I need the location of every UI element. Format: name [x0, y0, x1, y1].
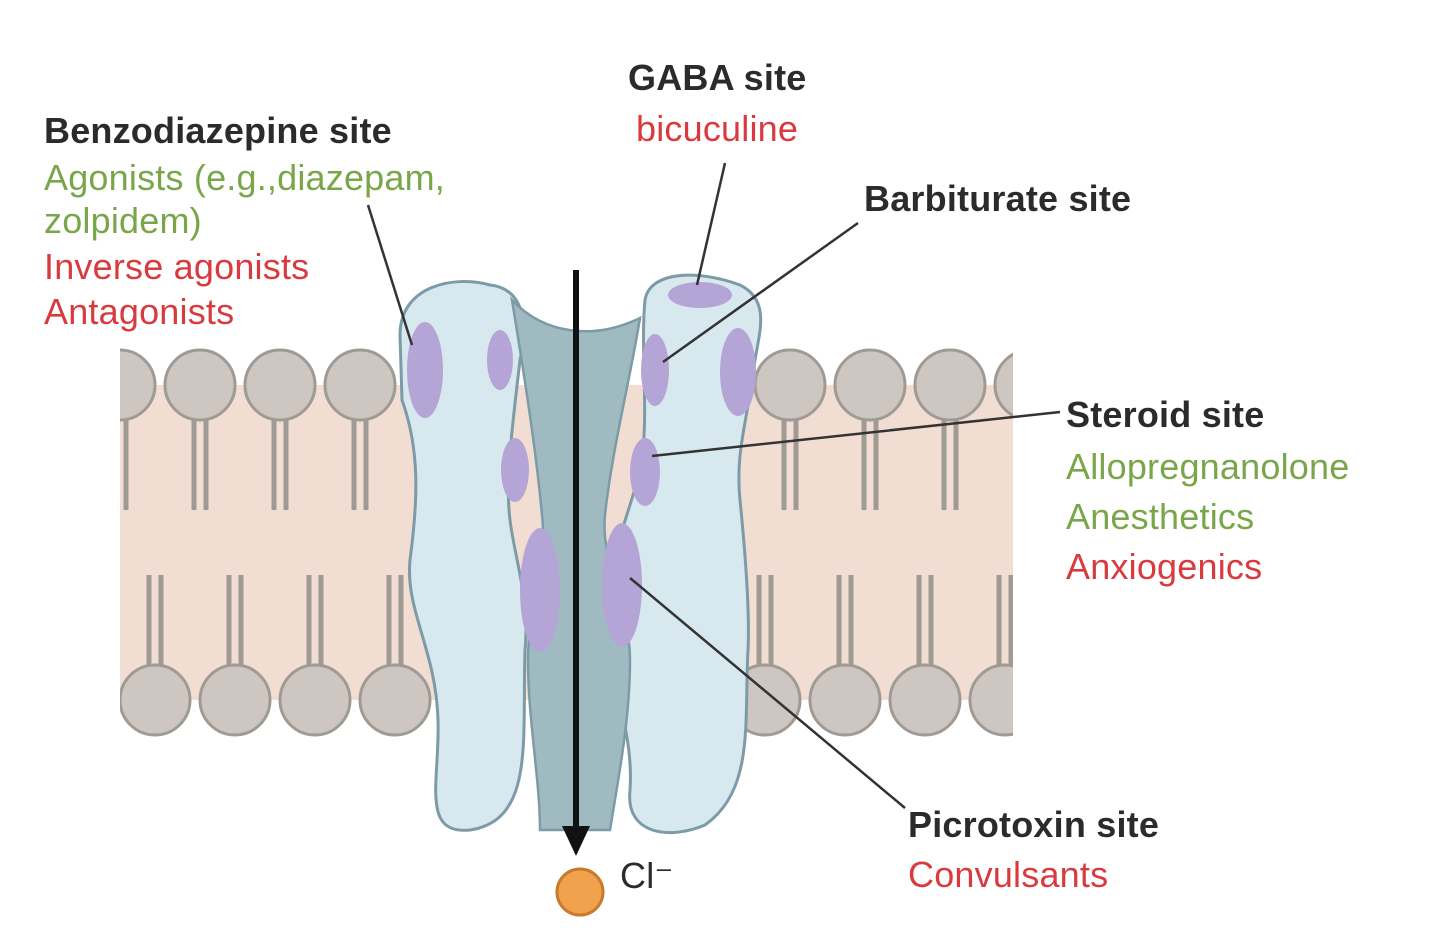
site-patch: [720, 328, 756, 416]
site-patch: [501, 438, 529, 502]
phospholipid: [993, 352, 1013, 418]
benzodiazepine-binding-site: [407, 322, 443, 418]
steroid-site-item: Allopregnanolone: [1066, 446, 1350, 487]
gaba-site-item: bicuculine: [636, 108, 799, 149]
phospholipid: [358, 575, 432, 737]
phospholipid: [243, 348, 317, 510]
phospholipid: [913, 348, 987, 510]
benzodiazepine-site-item: Antagonists: [44, 291, 235, 332]
phospholipid: [753, 348, 827, 510]
barbiturate-site-title: Barbiturate site: [864, 178, 1132, 219]
gaba-binding-site: [668, 282, 732, 308]
picrotoxin-binding-site: [602, 523, 642, 647]
chloride-flow-arrow: [562, 270, 590, 856]
steroid-leader: [651, 410, 1061, 458]
steroid-site-item: Anxiogenics: [1066, 546, 1263, 587]
phospholipid: [278, 575, 352, 737]
phospholipid: [120, 348, 157, 510]
picrotoxin-leader: [629, 577, 906, 809]
phospholipid: [198, 575, 272, 737]
picrotoxin-site-item: Convulsants: [908, 854, 1109, 895]
site-patch: [520, 528, 560, 652]
gaba-site-title: GABA site: [628, 57, 807, 98]
benzodiazepine-site-item: zolpidem): [44, 200, 202, 241]
benzodiazepine-leader: [366, 204, 414, 346]
steroid-site-title: Steroid site: [1066, 394, 1265, 435]
phospholipid: [888, 575, 962, 737]
phospholipid: [833, 348, 907, 510]
leader-lines: [366, 162, 1061, 809]
phospholipid: [163, 348, 237, 510]
barbiturate-binding-site: [641, 334, 669, 406]
benzodiazepine-site-item: Inverse agonists: [44, 246, 310, 287]
benzodiazepine-site-item: Agonists (e.g.,diazepam,: [44, 157, 446, 198]
picrotoxin-site-title: Picrotoxin site: [908, 804, 1160, 845]
binding-sites: [407, 282, 756, 652]
site-patch: [487, 330, 513, 390]
chloride-ion: [555, 867, 605, 917]
chloride-ion-label: Cl⁻: [620, 855, 674, 896]
phospholipid: [120, 575, 192, 737]
phospholipid: [323, 348, 397, 510]
steroid-binding-site: [630, 438, 660, 506]
barbiturate-leader: [662, 221, 859, 364]
phospholipid: [808, 575, 882, 737]
gaba-leader: [695, 162, 727, 286]
steroid-site-item: Anesthetics: [1066, 496, 1255, 537]
benzodiazepine-site-title: Benzodiazepine site: [44, 110, 392, 151]
phospholipid: [968, 575, 1013, 737]
